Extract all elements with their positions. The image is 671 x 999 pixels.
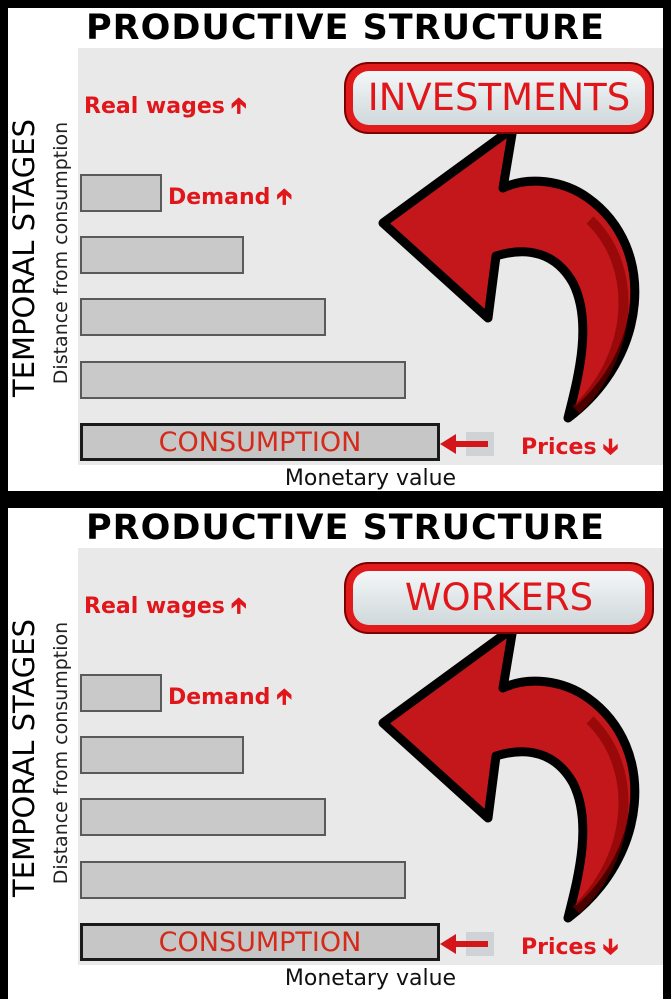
arrow-down-icon: 🡳 bbox=[602, 435, 619, 460]
panel-title: PRODUCTIVE STRUCTURE bbox=[86, 8, 605, 48]
stage-bar-5 bbox=[80, 674, 162, 712]
real-wages-label: Real wages🡱 bbox=[84, 89, 247, 127]
left-arrow-icon bbox=[440, 432, 494, 456]
consumption-bar: CONSUMPTION bbox=[80, 923, 440, 961]
badge-label: WORKERS bbox=[353, 571, 645, 625]
curved-arrow-icon bbox=[378, 623, 640, 923]
panel-title: PRODUCTIVE STRUCTURE bbox=[86, 508, 605, 548]
investments-badge: INVESTMENTS bbox=[346, 64, 652, 132]
demand-label: Demand🡱 bbox=[168, 680, 292, 718]
y-axis-label: TEMPORAL STAGES bbox=[8, 119, 41, 397]
arrow-up-icon: 🡱 bbox=[276, 685, 293, 710]
arrow-down-icon: 🡳 bbox=[602, 935, 619, 960]
workers-badge: WORKERS bbox=[346, 564, 652, 632]
y-axis-sublabel: Distance from consumption bbox=[50, 121, 72, 385]
arrow-up-icon: 🡱 bbox=[276, 185, 293, 210]
x-axis-label: Monetary value bbox=[284, 466, 457, 491]
curved-arrow-icon bbox=[378, 123, 640, 423]
diagram-panel-workers: PRODUCTIVE STRUCTURE TEMPORAL STAGES Dis… bbox=[8, 508, 663, 999]
stage-bar-4 bbox=[80, 736, 244, 774]
demand-label: Demand🡱 bbox=[168, 180, 292, 218]
stage-bar-3 bbox=[80, 298, 326, 336]
arrow-up-icon: 🡱 bbox=[230, 94, 247, 119]
prices-label: Prices🡳 bbox=[521, 930, 618, 968]
stage-bar-3 bbox=[80, 798, 326, 836]
y-axis-label: TEMPORAL STAGES bbox=[8, 619, 41, 897]
stage-bar-2 bbox=[80, 861, 406, 899]
y-axis-sublabel: Distance from consumption bbox=[50, 621, 72, 885]
stage-bar-2 bbox=[80, 361, 406, 399]
consumption-bar: CONSUMPTION bbox=[80, 423, 440, 461]
stage-bar-5 bbox=[80, 174, 162, 212]
arrow-up-icon: 🡱 bbox=[230, 594, 247, 619]
diagram-panel-investments: PRODUCTIVE STRUCTURE TEMPORAL STAGES Dis… bbox=[8, 8, 663, 491]
badge-label: INVESTMENTS bbox=[353, 71, 645, 125]
prices-label: Prices🡳 bbox=[521, 430, 618, 468]
left-arrow-icon bbox=[440, 932, 494, 956]
real-wages-label: Real wages🡱 bbox=[84, 589, 247, 627]
stage-bar-4 bbox=[80, 236, 244, 274]
x-axis-label: Monetary value bbox=[284, 966, 457, 991]
